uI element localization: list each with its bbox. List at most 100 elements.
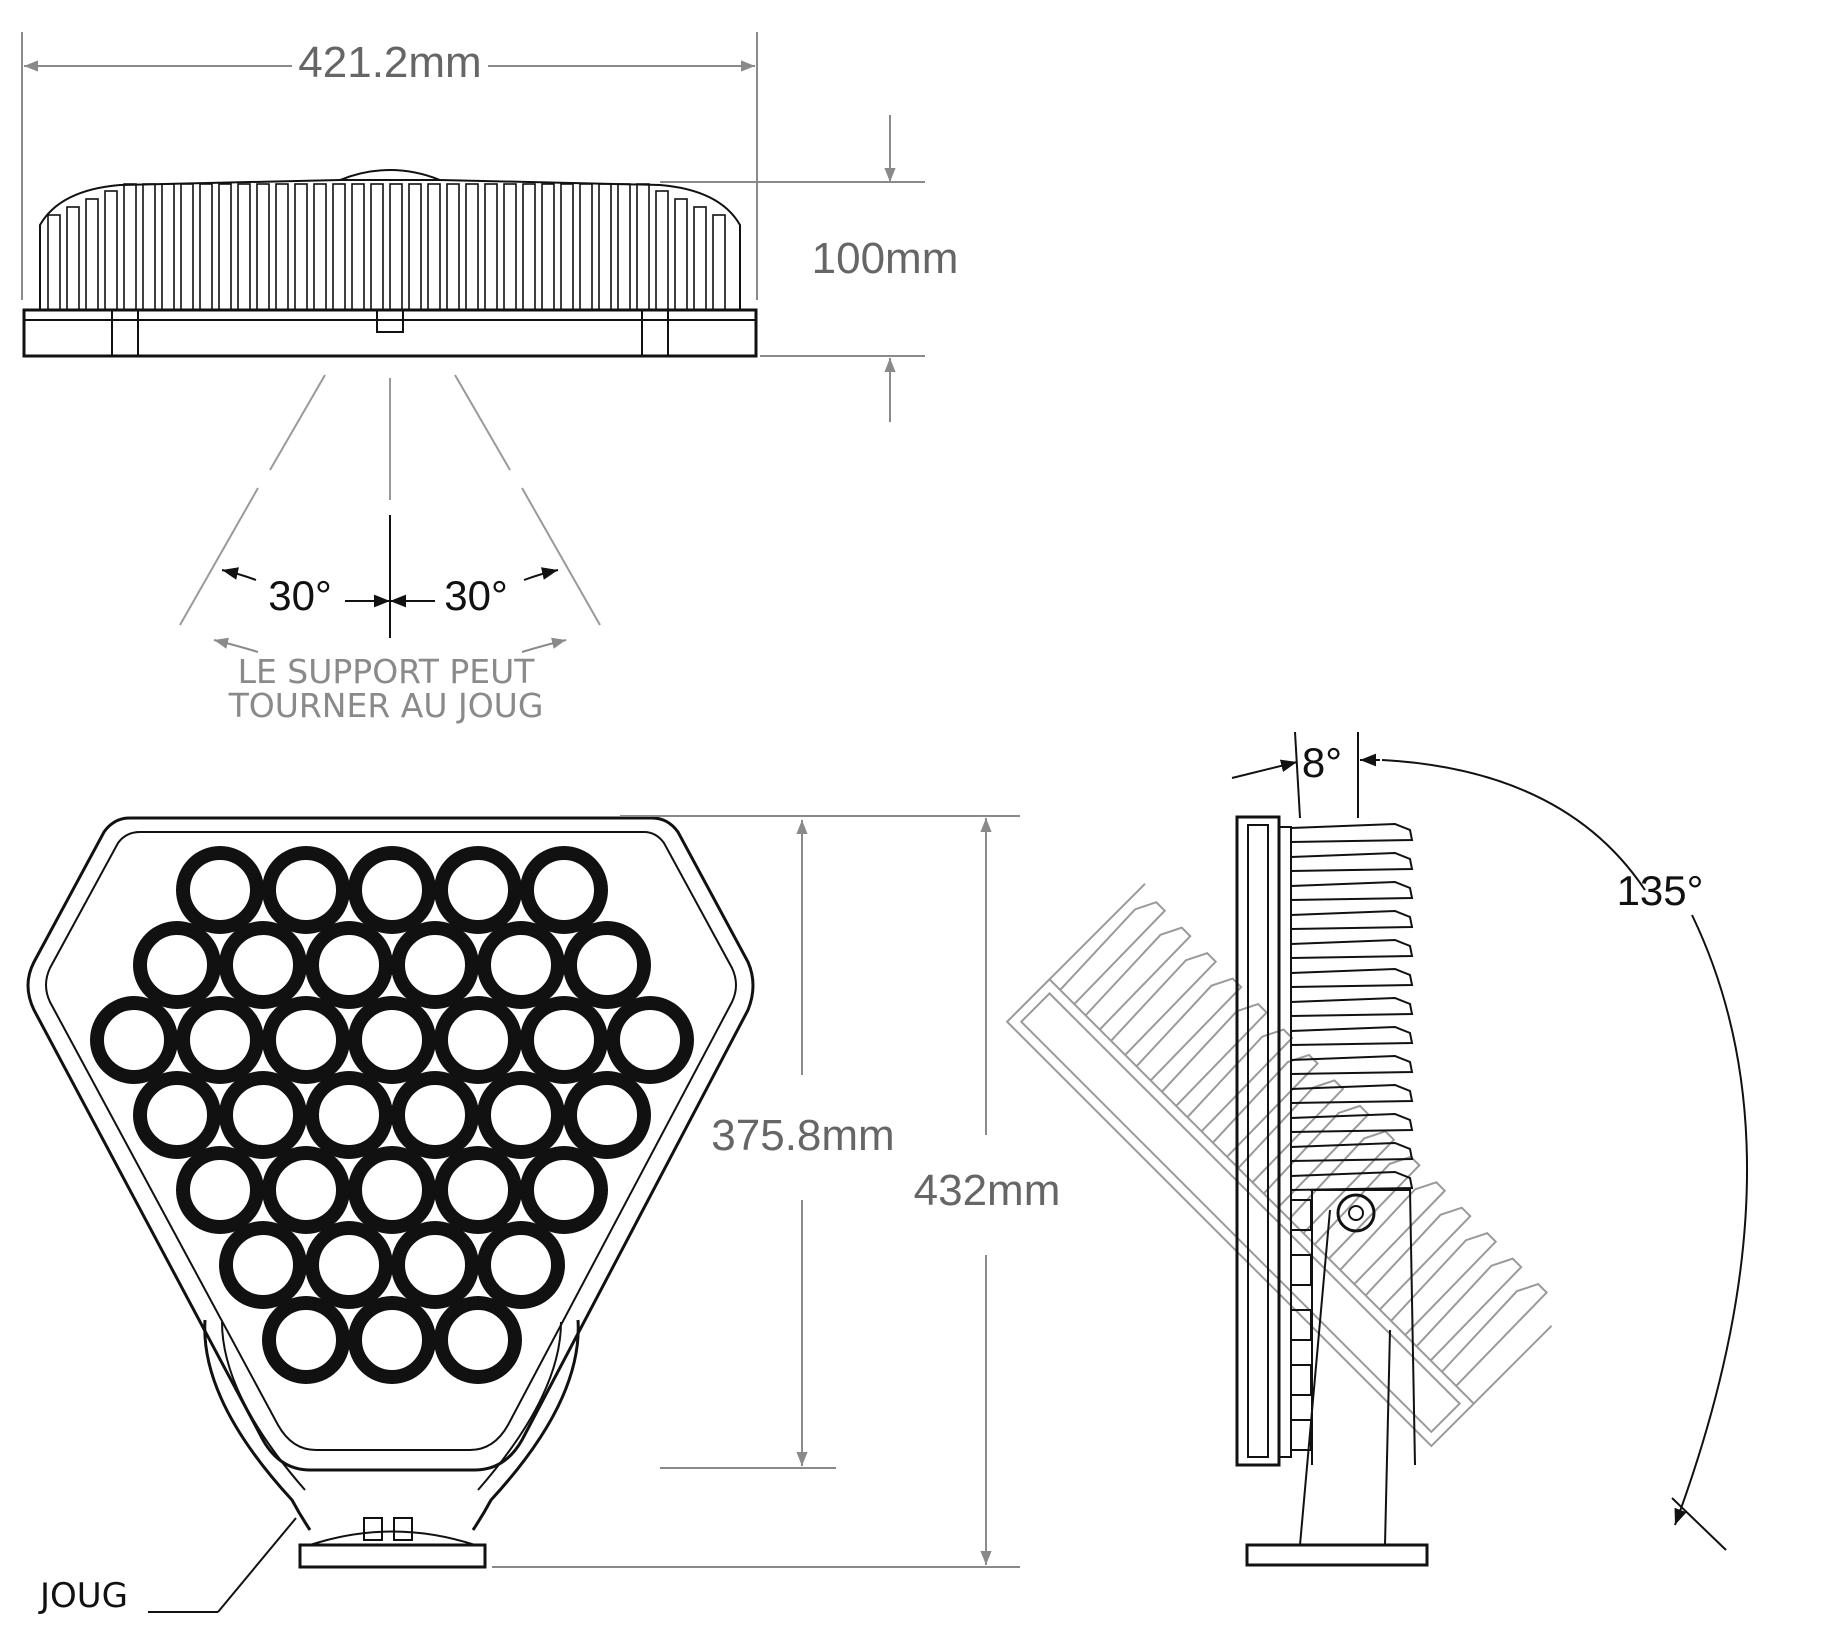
led-lens xyxy=(145,1083,209,1147)
fin xyxy=(636,183,650,311)
led-lens xyxy=(446,1158,510,1222)
fin xyxy=(655,190,669,311)
fin xyxy=(712,214,726,311)
led-lens xyxy=(188,1158,252,1222)
rotation-angle-diagram: 30° 30° LE SUPPORT PEUT TOURNER AU JOUG xyxy=(179,374,601,725)
side-fin xyxy=(1290,1141,1414,1162)
side-fin xyxy=(1290,996,1414,1017)
fin xyxy=(484,183,498,311)
tilted-ghost-fixture xyxy=(1005,883,1553,1448)
yoke-arm-right xyxy=(471,1319,580,1531)
rotation-note-line2: TOURNER AU JOUG xyxy=(228,686,544,725)
led-lens xyxy=(489,1233,553,1297)
side-fin xyxy=(1290,822,1414,843)
fin xyxy=(313,183,327,311)
width-dimension: 421.2mm xyxy=(21,32,758,300)
fin xyxy=(560,183,574,311)
side-fin xyxy=(1290,1170,1414,1191)
led-lens xyxy=(489,933,553,997)
side-fin xyxy=(1290,1054,1414,1075)
led-lens xyxy=(618,1008,682,1072)
mount-lug xyxy=(641,309,669,357)
fin xyxy=(674,198,688,311)
fin xyxy=(598,183,612,311)
led-lens xyxy=(145,933,209,997)
yoke-base xyxy=(298,1543,487,1569)
fin xyxy=(275,183,289,311)
depth-label: 100mm xyxy=(812,234,959,283)
fin xyxy=(351,183,365,311)
top-profile-view xyxy=(22,169,758,358)
tilt-back-label: 8° xyxy=(1302,739,1342,786)
fin xyxy=(85,198,99,311)
dome xyxy=(339,169,441,181)
side-fin xyxy=(1290,1025,1414,1046)
led-lens xyxy=(575,1083,639,1147)
led-lens xyxy=(403,933,467,997)
led-lens xyxy=(360,1308,424,1372)
led-lens xyxy=(360,858,424,922)
side-fin xyxy=(1290,1083,1414,1104)
yoke-arm-left xyxy=(203,1319,312,1531)
fin xyxy=(446,183,460,311)
led-lens xyxy=(360,1158,424,1222)
fin xyxy=(294,183,308,311)
fin xyxy=(579,183,593,311)
mount-lug xyxy=(111,309,139,357)
led-lens xyxy=(360,1008,424,1072)
fin xyxy=(123,183,137,311)
width-label: 421.2mm xyxy=(298,38,481,87)
mount-lug xyxy=(376,309,404,333)
side-fin xyxy=(1290,938,1414,959)
led-lens xyxy=(102,1008,166,1072)
rotation-note-line1: LE SUPPORT PEUT xyxy=(238,652,536,691)
fin xyxy=(370,183,384,311)
pivot-bolt xyxy=(1336,1193,1376,1233)
fin xyxy=(142,183,156,311)
angle-right-label: 30° xyxy=(444,572,508,619)
led-lens xyxy=(317,933,381,997)
led-lens xyxy=(532,858,596,922)
led-lens xyxy=(489,1083,553,1147)
fin xyxy=(541,183,555,311)
side-fin xyxy=(1290,851,1414,872)
led-optics-grid xyxy=(90,846,694,1384)
fin xyxy=(104,190,118,311)
front-view xyxy=(26,816,755,1569)
tilt-angle-annotations: 8° 135° xyxy=(1231,731,1749,1551)
fin xyxy=(503,183,517,311)
yoke-label: JOUG xyxy=(38,1576,128,1616)
led-lens xyxy=(274,858,338,922)
side-fin xyxy=(1290,909,1414,930)
fin xyxy=(408,183,422,311)
fin xyxy=(693,206,707,311)
led-lens xyxy=(231,933,295,997)
depth-dimension: 100mm xyxy=(660,115,958,422)
led-lens xyxy=(317,1083,381,1147)
fin xyxy=(389,183,403,311)
led-lens xyxy=(274,1308,338,1372)
led-lens xyxy=(446,858,510,922)
led-lens xyxy=(188,1008,252,1072)
fin xyxy=(47,214,61,311)
led-lens xyxy=(317,1233,381,1297)
optic-height-dimension: 375.8mm xyxy=(660,820,895,1469)
led-lens xyxy=(403,1083,467,1147)
tilt-forward-label: 135° xyxy=(1617,867,1704,914)
led-lens xyxy=(532,1008,596,1072)
side-bracket-tab xyxy=(1290,1254,1312,1286)
side-fin xyxy=(1290,1112,1414,1133)
fin xyxy=(237,183,251,311)
fin xyxy=(522,183,536,311)
fin xyxy=(256,183,270,311)
side-heatsink-fins xyxy=(1290,822,1414,1451)
led-lens xyxy=(231,1233,295,1297)
fin xyxy=(161,183,175,311)
side-fin xyxy=(1290,967,1414,988)
fin xyxy=(199,183,213,311)
fin xyxy=(218,183,232,311)
fin xyxy=(180,183,194,311)
fin xyxy=(66,206,80,311)
side-base-plate xyxy=(1245,1543,1429,1567)
